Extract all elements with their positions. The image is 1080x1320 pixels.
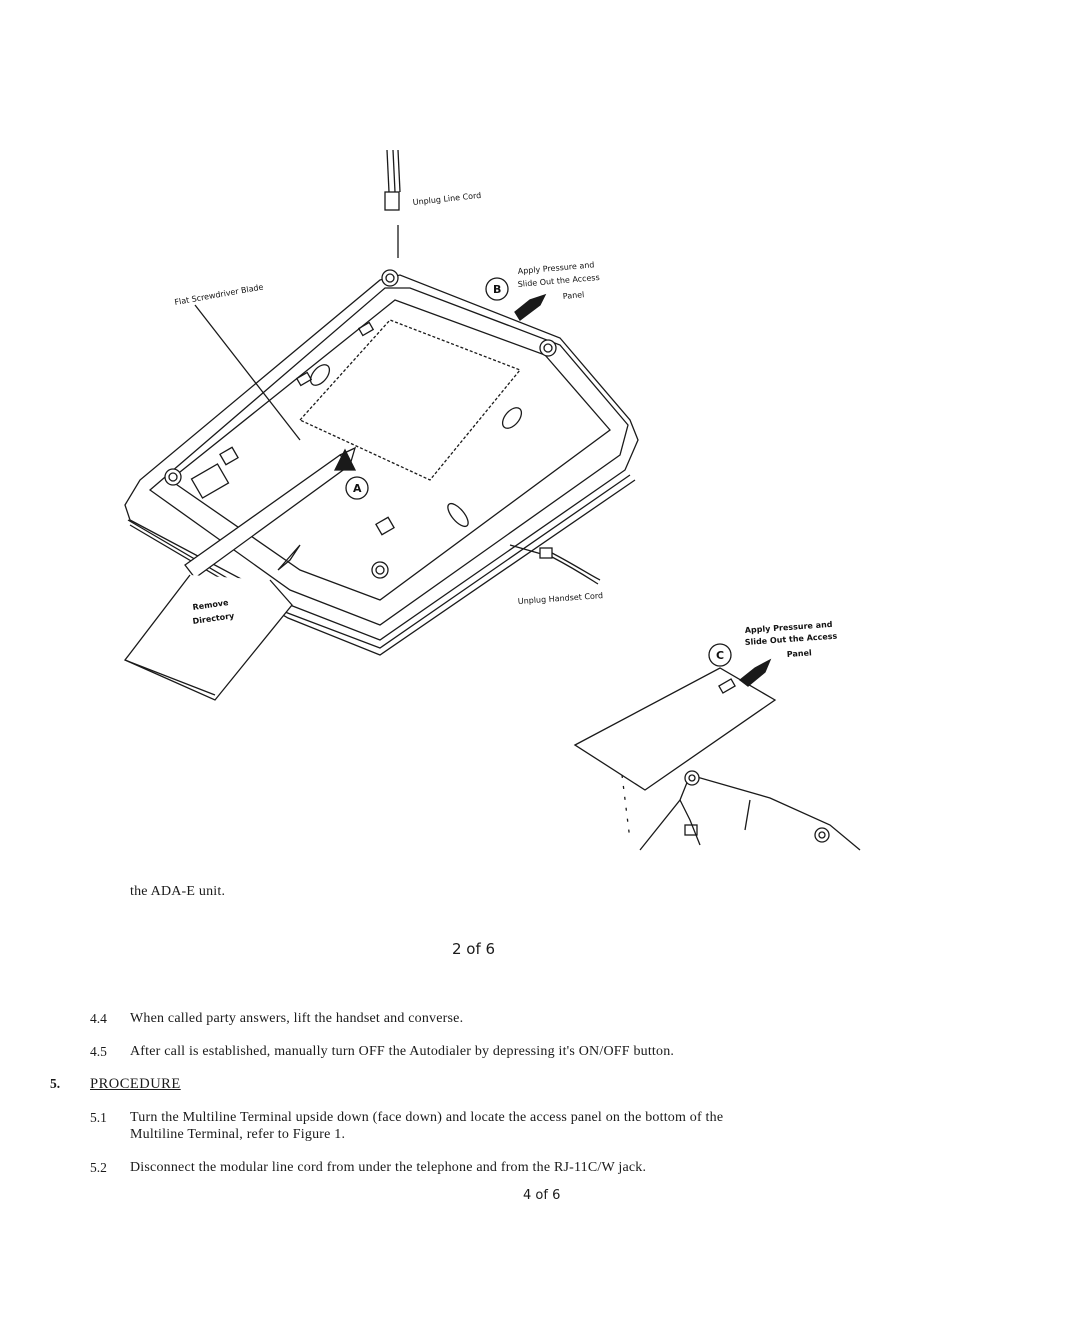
step-5-1-line1: Turn the Multiline Terminal upside down … — [130, 1110, 724, 1125]
callout-c — [708, 643, 732, 667]
label-apply-b-2: Slide Out the Access — [517, 273, 600, 289]
callout-a — [345, 476, 369, 500]
label-unplug-handset: Unplug Handset Cord — [518, 591, 604, 606]
arrow-c — [738, 658, 772, 687]
step-5-2-text: Disconnect the modular line cord from un… — [130, 1160, 647, 1175]
page-number-top: 2 of 6 — [452, 940, 496, 958]
arrow-a — [333, 448, 357, 471]
step-4-4-text: When called party answers, lift the hand… — [130, 1011, 464, 1026]
label-apply-c-3: Panel — [787, 648, 813, 659]
arrow-b — [514, 293, 547, 321]
callout-b — [485, 277, 509, 301]
section-heading: PROCEDURE — [90, 1076, 181, 1092]
step-5-1-line2: Multiline Terminal, refer to Figure 1. — [130, 1127, 346, 1142]
section-number: 5. — [50, 1076, 61, 1091]
step-4-4-number: 4.4 — [90, 1011, 107, 1026]
caption-fragment: the ADA-E unit. — [130, 884, 226, 899]
line-cord — [384, 149, 401, 258]
step-4-5-text: After call is established, manually turn… — [130, 1044, 675, 1059]
directory-card — [123, 574, 293, 701]
access-panel — [573, 667, 777, 841]
label-flat-screwdriver: Flat Screwdriver Blade — [174, 282, 264, 307]
label-apply-b-3: Panel — [562, 290, 584, 301]
circle-a-label: A — [353, 482, 362, 495]
circle-b-label: B — [493, 283, 501, 296]
step-4-5-number: 4.5 — [90, 1044, 107, 1059]
figure-telephone-bottom: B A C Unplug Line Cord Flat Screwdriver … — [123, 149, 861, 851]
circle-c-label: C — [716, 649, 724, 662]
step-5-2-number: 5.2 — [90, 1160, 107, 1175]
page-number-bottom: 4 of 6 — [523, 1188, 561, 1203]
label-unplug-line-cord: Unplug Line Cord — [412, 191, 481, 207]
telephone-partial — [639, 770, 861, 851]
step-5-1-number: 5.1 — [90, 1110, 107, 1125]
